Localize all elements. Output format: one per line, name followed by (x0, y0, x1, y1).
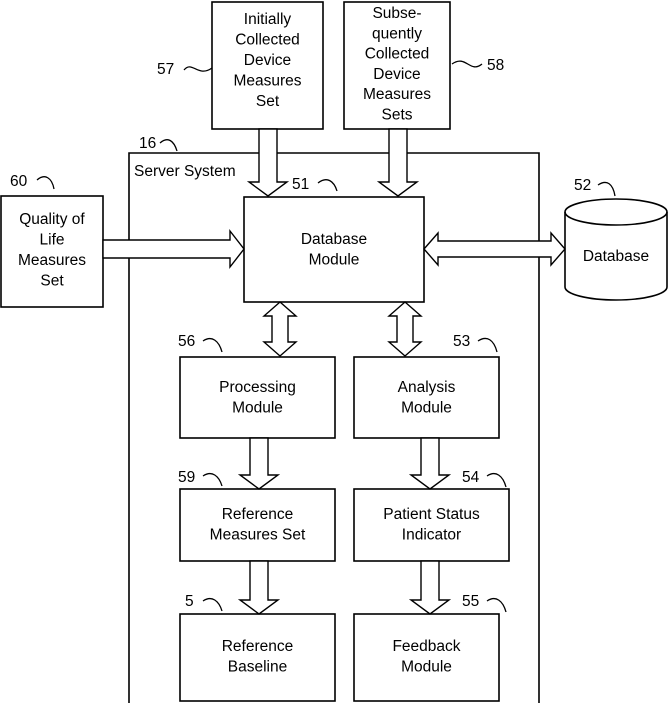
initially-collected-leader (184, 67, 212, 71)
subsequently-collected-ref: 58 (487, 57, 504, 74)
arrow-subsequent-to-database-module (379, 129, 417, 196)
reference-measures-set-box: ReferenceMeasures Set (180, 489, 335, 561)
server-system-ref: 16 (139, 135, 156, 152)
database-module-ref: 51 (292, 176, 309, 193)
quality-of-life-measures-set-box: Quality ofLifeMeasuresSet (1, 196, 103, 307)
arrow-database-module-to-processing-module (264, 302, 296, 356)
arrow-initial-to-database-module (249, 129, 287, 196)
database-leader (598, 182, 615, 196)
feedback-module-leader (487, 599, 506, 612)
database-label: Database (583, 248, 649, 265)
feedback-module-box: FeedbackModule (354, 614, 499, 701)
patient-status-indicator-ref: 54 (462, 469, 480, 486)
initially-collected-device-measures-set-box: InitiallyCollectedDeviceMeasuresSet (212, 2, 323, 129)
arrow-database-module-to-analysis-module (389, 302, 421, 356)
server-system-leader (160, 140, 177, 151)
initially-collected-ref: 57 (157, 61, 174, 78)
arrow-quality-of-life-to-database-module (103, 231, 244, 267)
patient-status-indicator-box: Patient StatusIndicator (354, 489, 509, 561)
subsequently-collected-device-measures-sets-box: Subse-quentlyCollectedDeviceMeasuresSets (344, 2, 450, 129)
arrow-patient-status-to-feedback-module (411, 561, 449, 614)
analysis-module-box: AnalysisModule (354, 357, 499, 438)
processing-module-leader (203, 339, 222, 352)
database-module-leader (318, 180, 337, 191)
database-ref: 52 (574, 177, 591, 194)
patient-status-indicator-leader (487, 474, 506, 487)
reference-measures-set-leader (203, 474, 222, 486)
arrow-processing-to-reference-measures-set (240, 438, 278, 489)
database-module-box: DatabaseModule (244, 197, 424, 302)
processing-module-ref: 56 (178, 333, 195, 350)
reference-baseline-ref: 5 (185, 593, 194, 610)
arrow-analysis-to-patient-status-indicator (411, 438, 449, 489)
analysis-module-ref: 53 (453, 333, 470, 350)
processing-module-box: ProcessingModule (180, 357, 335, 438)
server-system-label: Server System (134, 163, 236, 180)
subsequently-collected-leader (452, 61, 482, 67)
arrow-reference-measures-set-to-reference-baseline (240, 561, 278, 614)
arrow-database-module-to-database (424, 233, 565, 265)
reference-baseline-box: ReferenceBaseline (180, 614, 335, 701)
quality-of-life-ref: 60 (10, 173, 28, 190)
reference-baseline-leader (203, 599, 222, 611)
feedback-module-ref: 55 (462, 593, 479, 610)
reference-measures-set-ref: 59 (178, 469, 195, 486)
analysis-module-leader (478, 338, 497, 352)
quality-of-life-leader (37, 177, 54, 189)
database-cylinder: Database (565, 199, 667, 300)
